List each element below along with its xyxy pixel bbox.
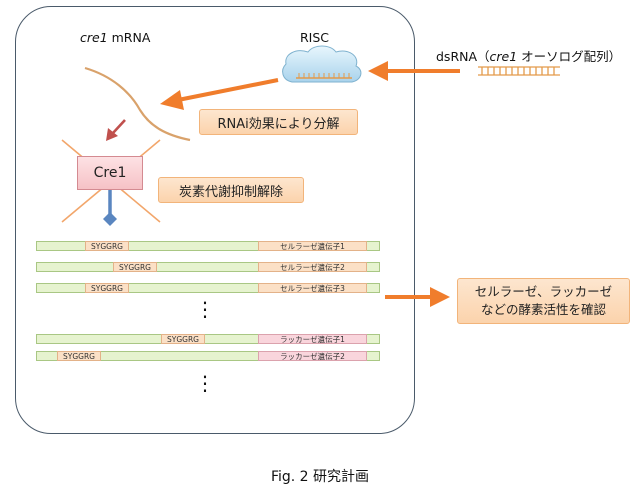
gene-name: ラッカーゼ遺伝子1 bbox=[258, 334, 367, 344]
gene-bar: SYGGRG セルラーゼ遺伝子3 bbox=[36, 283, 380, 293]
enzyme-line-2: などの酵素活性を確認 bbox=[480, 302, 606, 317]
gene-name: ラッカーゼ遺伝子2 bbox=[258, 351, 367, 361]
syggrg-motif: SYGGRG bbox=[85, 241, 129, 251]
enzyme-activity-box: セルラーゼ、ラッカーゼ などの酵素活性を確認 bbox=[457, 278, 630, 324]
cre1-mrna-label: cre1 mRNA bbox=[80, 30, 150, 45]
repressor-stalk bbox=[103, 190, 117, 226]
arrow-dsrna-to-risc bbox=[368, 61, 460, 81]
rnai-degradation-label: RNAi効果により分解 bbox=[199, 109, 358, 135]
figure-caption: Fig. 2 研究計画 bbox=[270, 469, 370, 485]
gene-bar: SYGGRG ラッカーゼ遺伝子1 bbox=[36, 334, 380, 344]
arrow-to-enzyme-assay bbox=[385, 287, 450, 307]
arrow-risc-to-mrna bbox=[160, 78, 279, 110]
syggrg-motif: SYGGRG bbox=[161, 334, 205, 344]
syggrg-motif: SYGGRG bbox=[113, 262, 157, 272]
enzyme-line-1: セルラーゼ、ラッカーゼ bbox=[474, 284, 613, 299]
dsrna-ladder bbox=[478, 66, 560, 76]
syggrg-motif: SYGGRG bbox=[85, 283, 129, 293]
mrna-strand bbox=[84, 66, 191, 142]
gene-name: セルラーゼ遺伝子1 bbox=[258, 241, 367, 251]
ellipsis-2: ⋮ bbox=[195, 371, 215, 395]
dsrna-suffix: オーソログ配列） bbox=[517, 49, 622, 64]
dsrna-label: dsRNA（cre1 オーソログ配列） bbox=[436, 46, 621, 65]
cre1-mrna-suffix: mRNA bbox=[107, 30, 151, 45]
translation-arrow bbox=[106, 119, 126, 141]
syggrg-motif: SYGGRG bbox=[57, 351, 101, 361]
gene-bar: SYGGRG セルラーゼ遺伝子2 bbox=[36, 262, 380, 272]
cre1-mrna-gene: cre1 bbox=[80, 30, 108, 45]
gene-name: セルラーゼ遺伝子2 bbox=[258, 262, 367, 272]
cre1-protein-box: Cre1 bbox=[77, 156, 143, 190]
gene-name: セルラーゼ遺伝子3 bbox=[258, 283, 367, 293]
dsrna-prefix: dsRNA（ bbox=[436, 49, 490, 64]
carbon-derepression-label: 炭素代謝抑制解除 bbox=[158, 177, 304, 203]
risc-label: RISC bbox=[300, 30, 330, 45]
gene-bar: SYGGRG セルラーゼ遺伝子1 bbox=[36, 241, 380, 251]
risc-complex bbox=[282, 45, 362, 83]
ellipsis-1: ⋮ bbox=[195, 297, 215, 321]
gene-bar: SYGGRG ラッカーゼ遺伝子2 bbox=[36, 351, 380, 361]
dsrna-gene: cre1 bbox=[489, 49, 518, 64]
cell-frame bbox=[15, 6, 415, 434]
